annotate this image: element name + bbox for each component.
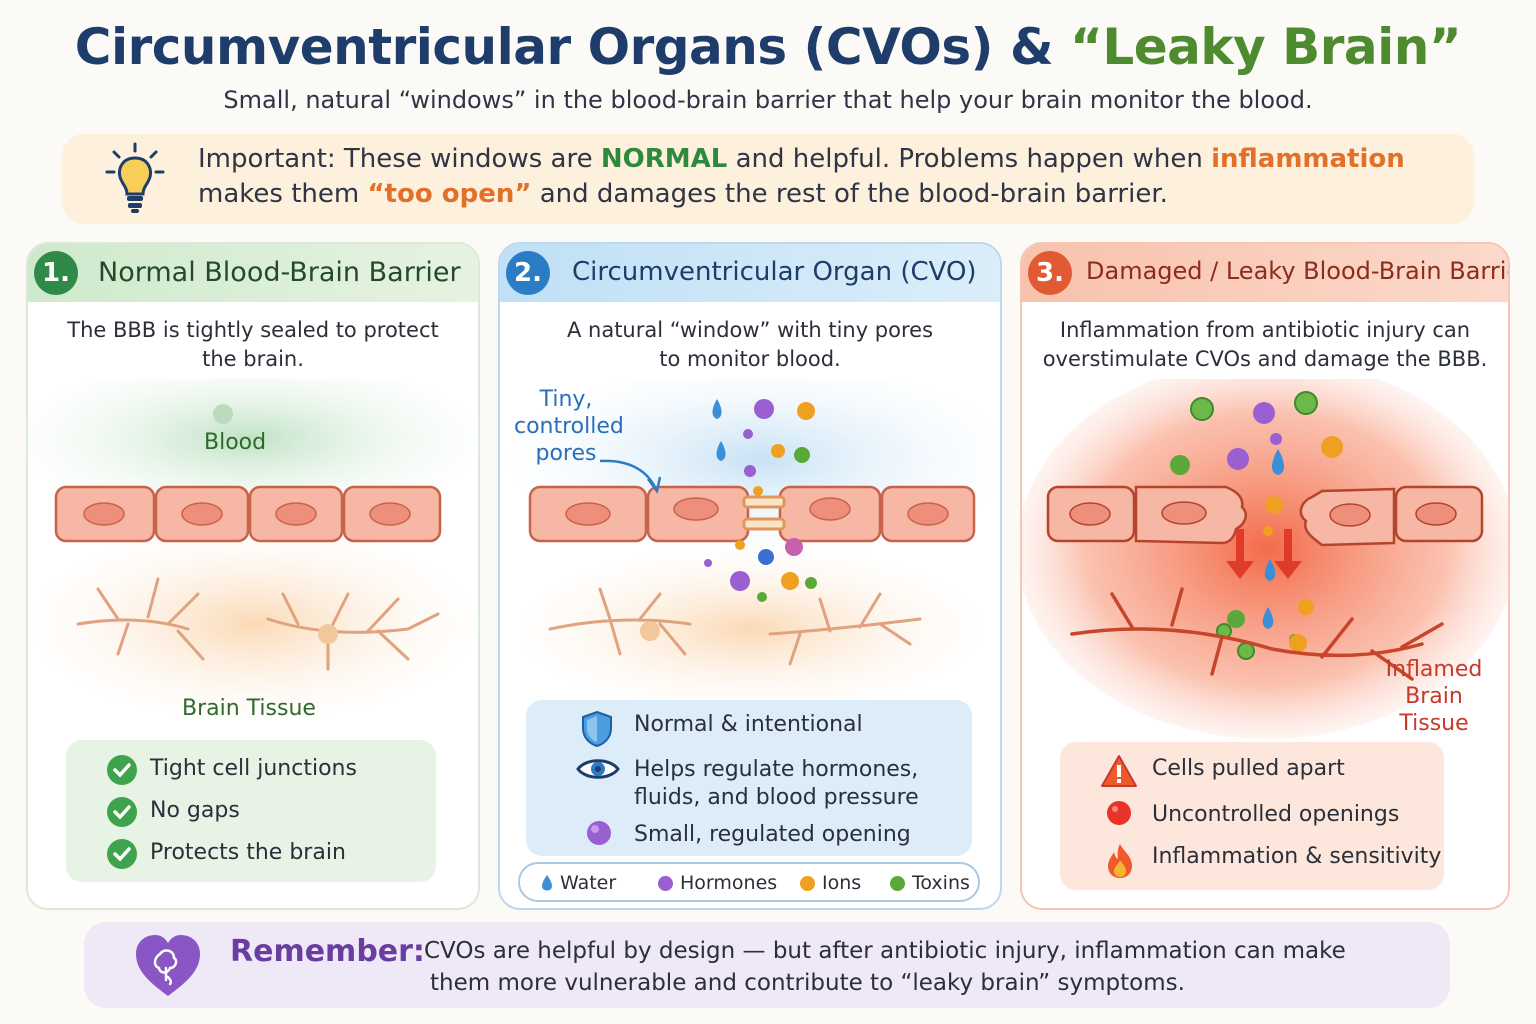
check-icon: [107, 797, 137, 827]
check-icon: [107, 839, 137, 869]
molecules: [704, 399, 817, 602]
feature-list: Tight cell junctions No gaps Protects th…: [66, 740, 436, 882]
legend-ions: Ions: [800, 872, 861, 894]
list-item-line: fluids, and blood pressure: [634, 785, 919, 810]
panel-number: 3.: [1028, 251, 1072, 295]
tissue-label-line: Tissue: [1399, 711, 1469, 736]
water-drop-icon: [542, 875, 552, 891]
panel-description: The BBB is tightly sealed to protect the …: [28, 316, 478, 374]
panel-normal-bbb: 1. Normal Blood-Brain Barrier The BBB is…: [26, 242, 480, 910]
list-item-text: Helps regulate hormones, fluids, and bloo…: [634, 756, 919, 812]
list-item-text: Normal & intentional: [634, 712, 863, 737]
panel-header: 3. Damaged / Leaky Blood-Brain Barrier: [1022, 244, 1508, 302]
remember-box: Remember: CVOs are helpful by design — b…: [84, 922, 1450, 1008]
red-dot-icon: [1107, 801, 1131, 825]
panel-title: Damaged / Leaky Blood-Brain Barrier: [1086, 257, 1510, 285]
legend-label: Hormones: [680, 872, 778, 894]
panel-header: 1. Normal Blood-Brain Barrier: [28, 244, 478, 302]
feature-list: Normal & intentional Helps regulate horm…: [526, 700, 972, 856]
list-item-text: Tight cell junctions: [150, 756, 357, 781]
description-line-1: A natural “window” with tiny pores: [566, 318, 934, 342]
legend-toxins: Toxins: [890, 872, 970, 894]
panel-header: 2. Circumventricular Organ (CVO): [500, 244, 1000, 302]
panel-damaged-bbb: 3. Damaged / Leaky Blood-Brain Barrier I…: [1020, 242, 1510, 910]
note-line-2: makes them “too open” and damages the re…: [198, 179, 1168, 209]
description-line-1: Inflammation from antibiotic injury can: [1059, 318, 1471, 342]
tissue-label-line: Inflamed: [1385, 657, 1483, 682]
panel-title: Normal Blood-Brain Barrier: [98, 257, 461, 288]
pores-label-line: controlled: [514, 414, 624, 439]
description-line-1: The BBB is tightly sealed to protect: [67, 318, 439, 342]
list-item-text: Small, regulated opening: [634, 822, 911, 847]
legend-hormones: Hormones: [658, 872, 777, 894]
ion-dot-icon: [800, 876, 815, 891]
list-item-text: Cells pulled apart: [1152, 756, 1345, 781]
water-drops: [712, 399, 726, 461]
note-text-2a: makes them: [198, 179, 368, 209]
pore-channel: [742, 495, 786, 531]
tissue-label-line: Brain: [1405, 684, 1463, 709]
title-part-2: “Leaky Brain”: [1069, 18, 1462, 76]
note-text-1c: and helpful. Problems happen when: [727, 144, 1212, 174]
damaged-bbb-illustration: [1022, 379, 1508, 739]
warning-icon: [1101, 755, 1137, 787]
legend-label: Ions: [822, 872, 862, 894]
note-text-2c: and damages the rest of the blood-brain …: [531, 179, 1168, 209]
page-subtitle: Small, natural “windows” in the blood-br…: [223, 86, 1313, 114]
bacteria: [1190, 391, 1318, 660]
panel-number: 1.: [34, 251, 78, 295]
toxin-dot-icon: [890, 876, 905, 891]
lightbulb-icon: [105, 142, 165, 213]
cvo-illustration: [510, 379, 1000, 699]
note-text-1a: Important: These windows are: [198, 144, 601, 174]
page-title: Circumventricular Organs (CVOs) & “Leaky…: [0, 18, 1536, 76]
brain-tissue-label: Brain Tissue: [182, 696, 316, 721]
list-item-text: Inflammation & sensitivity: [1152, 844, 1442, 869]
panel-description: Inflammation from antibiotic injury can o…: [1022, 316, 1508, 374]
note-line-1: Important: These windows are NORMAL and …: [198, 144, 1405, 174]
description-line-2: overstimulate CVOs and damage the BBB.: [1042, 347, 1488, 371]
eye-icon: [576, 759, 620, 779]
remember-line-1: CVOs are helpful by design — but after a…: [424, 938, 1346, 964]
normal-bbb-illustration: [28, 379, 478, 719]
heart-brain-icon: [136, 935, 200, 996]
legend-water: Water: [540, 872, 616, 894]
list-item-text: Uncontrolled openings: [1152, 802, 1400, 827]
inflamed-tissue-label: Inflamed Brain Tissue: [1372, 656, 1496, 737]
list-item-text: No gaps: [150, 798, 240, 823]
panel-description: A natural “window” with tiny pores to mon…: [500, 316, 1000, 374]
molecule-icon: [587, 821, 611, 845]
important-note: Important: These windows are NORMAL and …: [62, 134, 1474, 224]
hormone-dot-icon: [658, 876, 673, 891]
note-normal-emphasis: NORMAL: [600, 144, 728, 174]
note-too-open-emphasis: “too open”: [367, 179, 532, 209]
pores-label-line: Tiny,: [539, 387, 593, 412]
molecule-legend: Water Hormones Ions Toxins: [518, 862, 980, 902]
pores-label: Tiny, controlled pores: [514, 386, 624, 467]
remember-heading: Remember:: [230, 934, 425, 969]
legend-label: Water: [560, 872, 617, 894]
legend-label: Toxins: [912, 872, 970, 894]
blood-label: Blood: [204, 430, 267, 455]
red-arrows: [1226, 529, 1302, 579]
panel-number: 2.: [506, 251, 550, 295]
description-line-2: the brain.: [202, 347, 304, 371]
title-part-1: Circumventricular Organs (CVOs) &: [74, 18, 1070, 76]
damage-list: Cells pulled apart Uncontrolled openings…: [1060, 742, 1444, 890]
note-inflammation-emphasis: inflammation: [1211, 144, 1405, 174]
panel-cvo: 2. Circumventricular Organ (CVO) A natur…: [498, 242, 1002, 910]
list-item-text: Protects the brain: [150, 840, 346, 865]
description-line-2: to monitor blood.: [659, 347, 841, 371]
panel-title: Circumventricular Organ (CVO): [572, 257, 977, 287]
flame-icon: [1108, 844, 1132, 878]
shield-icon: [582, 710, 612, 748]
check-icon: [107, 755, 137, 785]
remember-line-2: them more vulnerable and contribute to “…: [430, 970, 1185, 996]
pores-label-line: pores: [535, 441, 597, 466]
list-item-line: Helps regulate hormones,: [634, 757, 919, 782]
